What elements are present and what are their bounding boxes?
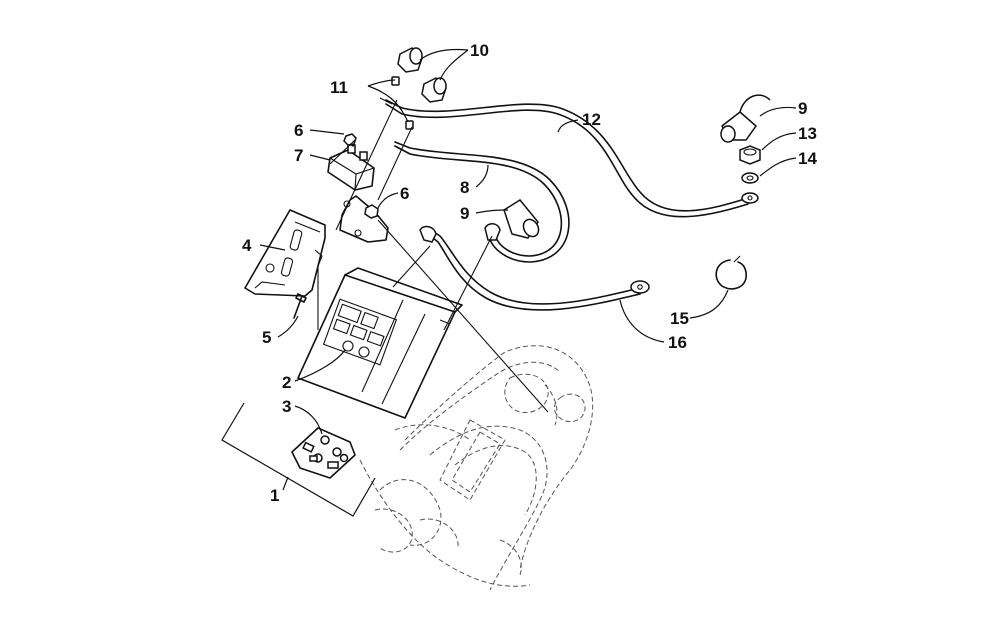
terminal-boot-9-mid (503, 199, 540, 239)
assembly-lines (314, 99, 549, 413)
hex-nut-13 (739, 145, 761, 165)
callout-5: 5 (262, 328, 271, 347)
callout-9-right: 9 (798, 99, 807, 118)
callout-2: 2 (282, 373, 291, 392)
callout-leaders (259, 48, 797, 435)
nuts-11 (391, 76, 414, 130)
cable-16 (419, 225, 650, 311)
callout-13: 13 (798, 124, 817, 143)
callout-labels: 1 2 3 4 5 6 6 7 8 9 9 10 11 12 13 14 15 … (242, 41, 817, 505)
callout-9-mid: 9 (460, 204, 469, 223)
battery-bracket (244, 209, 326, 297)
callout-11: 11 (330, 78, 348, 97)
nut-6-top (343, 133, 357, 146)
callout-3: 3 (282, 397, 291, 416)
hardware-kit (291, 427, 356, 479)
callout-10: 10 (470, 41, 489, 60)
callout-7: 7 (294, 146, 303, 165)
clamp-ring-15 (715, 255, 747, 290)
callout-8: 8 (460, 178, 469, 197)
callout-12: 12 (582, 110, 601, 129)
callout-15: 15 (670, 309, 689, 328)
callout-4: 4 (242, 236, 252, 255)
terminal-boot-9-right (720, 94, 771, 143)
callout-6-mid: 6 (400, 184, 409, 203)
cable-12 (379, 97, 759, 218)
terminal-boots (397, 47, 447, 103)
bolt (293, 293, 307, 319)
callout-1: 1 (270, 486, 279, 505)
cable-8 (394, 141, 570, 263)
callout-14: 14 (798, 149, 817, 168)
star-washer-14 (741, 172, 759, 184)
kit-bracket-1 (221, 402, 376, 517)
battery (297, 267, 463, 419)
callout-16: 16 (668, 333, 687, 352)
callout-6-top: 6 (294, 121, 303, 140)
frame-outline-dashed (359, 345, 594, 591)
